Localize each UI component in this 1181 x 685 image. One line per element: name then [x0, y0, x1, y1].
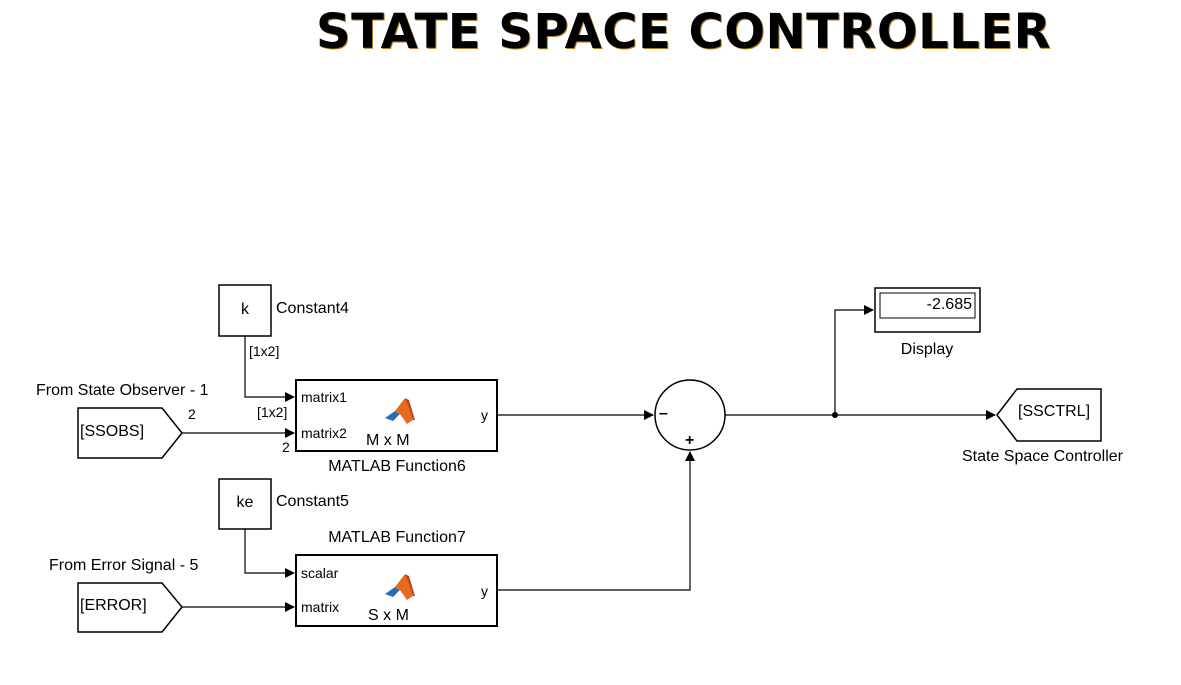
- from-ssobs-caption: From State Observer - 1: [36, 382, 209, 399]
- constant4-dim-label: [1x2]: [249, 343, 280, 359]
- from-ssobs-block[interactable]: [77, 407, 183, 459]
- signal-constant4-to-fn6[interactable]: [244, 336, 295, 402]
- constant5-value: ke: [236, 494, 254, 511]
- fn7-port-scalar: scalar: [301, 565, 339, 581]
- matlab-icon: [385, 574, 415, 600]
- fn7-port-matrix: matrix: [301, 599, 340, 615]
- fn6-dim-label: [1x2]: [257, 404, 288, 420]
- signal-fn7-to-sum[interactable]: [497, 451, 695, 591]
- signal-constant5-to-fn7[interactable]: [244, 529, 295, 578]
- goto-ssctrl-block[interactable]: [996, 388, 1102, 442]
- fn7-name: MATLAB Function7: [328, 529, 466, 546]
- constant4-block[interactable]: [218, 284, 272, 337]
- constant4-name: Constant4: [276, 300, 349, 317]
- sum-sign-plus: +: [685, 432, 695, 449]
- display-name: Display: [900, 341, 954, 358]
- ssobs-signal-width: 2: [188, 406, 196, 422]
- goto-ssctrl-caption: State Space Controller: [962, 448, 1123, 465]
- constant5-block[interactable]: [218, 478, 272, 530]
- fn6-port-matrix1: matrix1: [301, 389, 347, 405]
- constant4-value: k: [241, 301, 249, 318]
- fn6-name: MATLAB Function6: [328, 458, 466, 475]
- sum-sign-minus: –: [659, 405, 668, 422]
- from-error-tag: [ERROR]: [80, 597, 147, 614]
- constant5-name: Constant5: [276, 493, 349, 510]
- goto-ssctrl-tag: [SSCTRL]: [1018, 403, 1091, 420]
- display-value: -2.685: [926, 296, 972, 313]
- from-error-caption: From Error Signal - 5: [49, 557, 199, 574]
- fn6-operation: M x M: [366, 432, 410, 449]
- fn6-width-label: 2: [282, 439, 290, 455]
- from-error-block[interactable]: [77, 582, 183, 633]
- matlab-icon: [385, 398, 415, 424]
- fn7-port-y: y: [481, 583, 488, 599]
- fn6-port-matrix2: matrix2: [301, 425, 347, 441]
- branch-point: [832, 412, 838, 418]
- display-readout-box: [879, 292, 976, 319]
- signal-lines: [182, 305, 996, 612]
- fn7-operation: S x M: [368, 607, 409, 624]
- page-title: STATE SPACE CONTROLLER: [316, 4, 1052, 60]
- signal-branch-to-display[interactable]: [834, 305, 874, 415]
- fn6-port-y: y: [481, 407, 488, 423]
- from-ssobs-tag: [SSOBS]: [80, 423, 145, 440]
